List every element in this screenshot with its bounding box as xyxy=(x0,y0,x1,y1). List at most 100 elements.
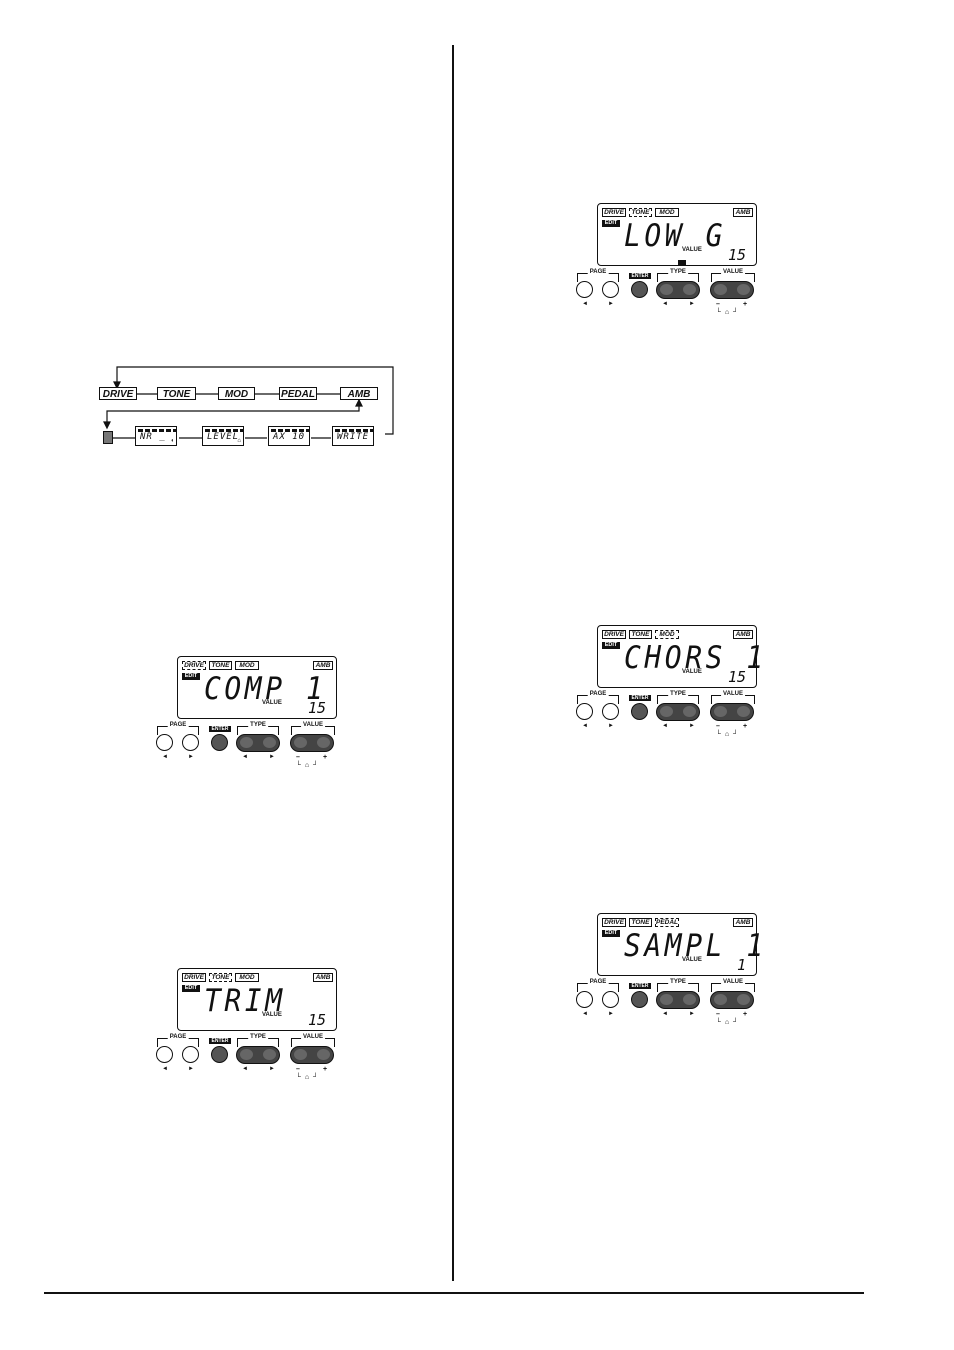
flow-box-drive: DRIVE xyxy=(99,387,137,400)
type-left-arrow: ◄ xyxy=(662,1011,668,1017)
type-group-label: TYPE xyxy=(657,269,699,282)
page-right-arrow: ► xyxy=(188,754,194,760)
lcd-value-label: VALUE xyxy=(262,1012,282,1018)
lcd-tag-tone: TONE xyxy=(629,630,652,639)
control-panel: PAGE ◄ ► ENTER TYPE ◄ ► VALUE – + └ ⌂ ┘ xyxy=(575,269,759,323)
value-rocker-button[interactable] xyxy=(710,281,754,299)
page-left-arrow: ◄ xyxy=(162,754,168,760)
type-rocker-button[interactable] xyxy=(656,703,700,721)
lcd-value-number: 15 xyxy=(307,699,326,717)
mini-lcd-nr: NR _◖ xyxy=(135,426,177,446)
lcd-display: DRIVE TONE PEDAL AMB EDIT SAMPL 1 VALUE … xyxy=(597,913,763,976)
lcd-value-number: 15 xyxy=(727,668,746,686)
type-rocker-button[interactable] xyxy=(236,1046,280,1064)
lcd-value-label: VALUE xyxy=(682,247,702,253)
lcd-tag-drive: DRIVE xyxy=(602,208,626,217)
lcd-main-text: LOW G xyxy=(624,218,726,254)
lcd-edit-indicator: EDIT xyxy=(182,985,200,992)
type-right-arrow: ► xyxy=(689,301,695,307)
value-plus: + xyxy=(323,1066,328,1073)
page-left-button[interactable] xyxy=(576,281,593,298)
mini-lcd-ax: AX 10 xyxy=(268,426,310,446)
page-left-button[interactable] xyxy=(576,703,593,720)
value-bracket-icon: └ ⌂ ┘ xyxy=(716,731,740,738)
value-minus: – xyxy=(716,1011,720,1018)
value-group-label: VALUE xyxy=(291,722,335,735)
enter-button[interactable] xyxy=(631,703,648,720)
flow-box-mod: MOD xyxy=(218,387,255,400)
device-unit-sampl: DRIVE TONE PEDAL AMB EDIT SAMPL 1 VALUE … xyxy=(575,913,763,1033)
column-divider xyxy=(452,45,454,1281)
control-panel: PAGE ◄ ► ENTER TYPE ◄ ► VALUE – + └ ⌂ ┘ xyxy=(155,1034,339,1088)
lcd-tag-pedal: PEDAL xyxy=(655,918,679,927)
edit-flow-diagram: DRIVE TONE MOD PEDAL AMB NR _◖ LEVEL⌂ AX… xyxy=(95,360,405,460)
type-right-arrow: ► xyxy=(269,1066,275,1072)
enter-label: ENTER xyxy=(629,983,651,989)
device-unit-chors: DRIVE TONE MOD AMB EDIT CHORS 1 VALUE 15… xyxy=(575,625,763,745)
value-plus: + xyxy=(323,754,328,761)
enter-button[interactable] xyxy=(211,1046,228,1063)
lcd-tag-drive: DRIVE xyxy=(182,661,206,670)
value-rocker-button[interactable] xyxy=(290,734,334,752)
enter-button[interactable] xyxy=(631,281,648,298)
value-group-label: VALUE xyxy=(711,269,755,282)
enter-label: ENTER xyxy=(209,1038,231,1044)
lcd-value-label: VALUE xyxy=(682,957,702,963)
mini-lcd-level: LEVEL⌂ xyxy=(202,426,244,446)
value-minus: – xyxy=(716,723,720,730)
lcd-display: DRIVE TONE MOD AMB EDIT COMP 1 VALUE 15 xyxy=(177,656,337,719)
page-group-label: PAGE xyxy=(157,722,199,735)
page-left-button[interactable] xyxy=(156,734,173,751)
lcd-tag-amb: AMB xyxy=(733,630,753,639)
lcd-display: DRIVE TONE MOD AMB EDIT TRIM VALUE 15 xyxy=(177,968,337,1031)
page-left-button[interactable] xyxy=(156,1046,173,1063)
lcd-tag-mod: MOD xyxy=(655,630,679,639)
control-panel: PAGE ◄ ► ENTER TYPE ◄ ► VALUE – + └ ⌂ ┘ xyxy=(575,691,759,745)
page-right-button[interactable] xyxy=(182,1046,199,1063)
page-footer-rule xyxy=(44,1292,864,1294)
lcd-tag-tone: TONE xyxy=(209,973,232,982)
type-left-arrow: ◄ xyxy=(242,1066,248,1072)
type-rocker-button[interactable] xyxy=(656,991,700,1009)
lcd-value-number: 1 xyxy=(736,956,746,974)
lcd-small-icon xyxy=(678,260,686,265)
type-left-arrow: ◄ xyxy=(662,301,668,307)
lcd-main-text: TRIM xyxy=(204,983,286,1019)
enter-label: ENTER xyxy=(209,726,231,732)
lcd-tag-drive: DRIVE xyxy=(602,918,626,927)
value-minus: – xyxy=(296,1066,300,1073)
page-left-arrow: ◄ xyxy=(162,1066,168,1072)
value-minus: – xyxy=(296,754,300,761)
page-right-button[interactable] xyxy=(602,703,619,720)
value-rocker-button[interactable] xyxy=(290,1046,334,1064)
lcd-tag-mod: MOD xyxy=(655,208,679,217)
value-bracket-icon: └ ⌂ ┘ xyxy=(296,762,320,769)
device-unit-trim: DRIVE TONE MOD AMB EDIT TRIM VALUE 15 PA… xyxy=(155,968,339,1088)
page-right-arrow: ► xyxy=(188,1066,194,1072)
type-rocker-button[interactable] xyxy=(236,734,280,752)
flow-box-tone: TONE xyxy=(157,387,196,400)
lcd-main-text: CHORS 1 xyxy=(624,640,767,676)
lcd-main-text: SAMPL 1 xyxy=(624,928,767,964)
type-rocker-button[interactable] xyxy=(656,281,700,299)
value-group-label: VALUE xyxy=(711,691,755,704)
value-rocker-button[interactable] xyxy=(710,991,754,1009)
control-panel: PAGE ◄ ► ENTER TYPE ◄ ► VALUE – + └ ⌂ ┘ xyxy=(155,722,339,776)
lcd-edit-indicator: EDIT xyxy=(182,673,200,680)
lcd-display: DRIVE TONE MOD AMB EDIT LOW G VALUE 15 xyxy=(597,203,757,266)
page-right-button[interactable] xyxy=(602,281,619,298)
lcd-edit-indicator: EDIT xyxy=(602,220,620,227)
page-left-button[interactable] xyxy=(576,991,593,1008)
page-right-button[interactable] xyxy=(602,991,619,1008)
enter-button[interactable] xyxy=(211,734,228,751)
value-bracket-icon: └ ⌂ ┘ xyxy=(296,1074,320,1081)
flow-arrows xyxy=(103,366,394,439)
page-right-button[interactable] xyxy=(182,734,199,751)
enter-button[interactable] xyxy=(631,991,648,1008)
value-rocker-button[interactable] xyxy=(710,703,754,721)
lcd-tag-amb: AMB xyxy=(733,208,753,217)
device-unit-comp: DRIVE TONE MOD AMB EDIT COMP 1 VALUE 15 … xyxy=(155,656,339,776)
lcd-tag-mod: MOD xyxy=(235,973,259,982)
type-right-arrow: ► xyxy=(689,723,695,729)
lcd-tag-tone: TONE xyxy=(209,661,232,670)
